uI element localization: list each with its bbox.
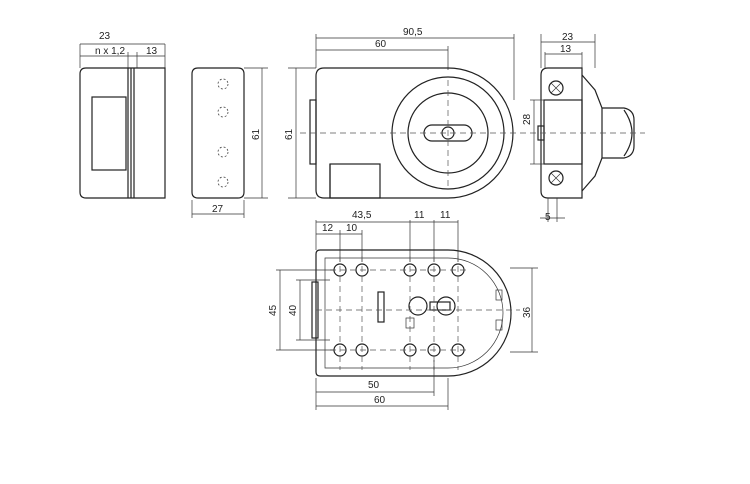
dim-plan-d1: 43,5: [352, 210, 372, 221]
dim-cylinder: 28: [522, 113, 533, 125]
dim-plan-h3: 36: [522, 306, 533, 318]
dim-body: 13: [146, 46, 158, 57]
back-view: 61 27: [191, 67, 268, 218]
dim-plan-h2: 40: [288, 304, 299, 316]
plan-view: 43,5 12 10 11 11: [268, 210, 538, 410]
dim-plan-d5: 11: [440, 210, 451, 221]
side-view-right: 23 13 28 5: [522, 32, 645, 223]
dim-back-depth: 27: [212, 204, 224, 215]
dim-offset: 5: [545, 212, 551, 223]
dim-front-total: 90,5: [403, 27, 423, 38]
dim-plate: n x 1,2: [95, 46, 125, 57]
dim-plan-w1: 50: [368, 380, 380, 391]
dim-front-body: 60: [375, 39, 387, 50]
dim-side-width: 23: [99, 31, 111, 42]
dim-right-inner: 13: [560, 44, 572, 55]
dim-plan-d2: 12: [322, 223, 334, 234]
dim-right-width: 23: [562, 32, 574, 43]
dim-plan-h1: 45: [268, 304, 279, 316]
front-view: 90,5 60 61: [284, 27, 540, 199]
dim-plan-d3: 10: [346, 223, 358, 234]
dim-back-height: 61: [251, 128, 262, 140]
dim-plan-w2: 60: [374, 395, 386, 406]
side-view-left: 23 n x 1,2 13: [79, 31, 166, 199]
dim-plan-d4: 11: [414, 210, 425, 221]
dim-front-height: 61: [284, 128, 295, 140]
